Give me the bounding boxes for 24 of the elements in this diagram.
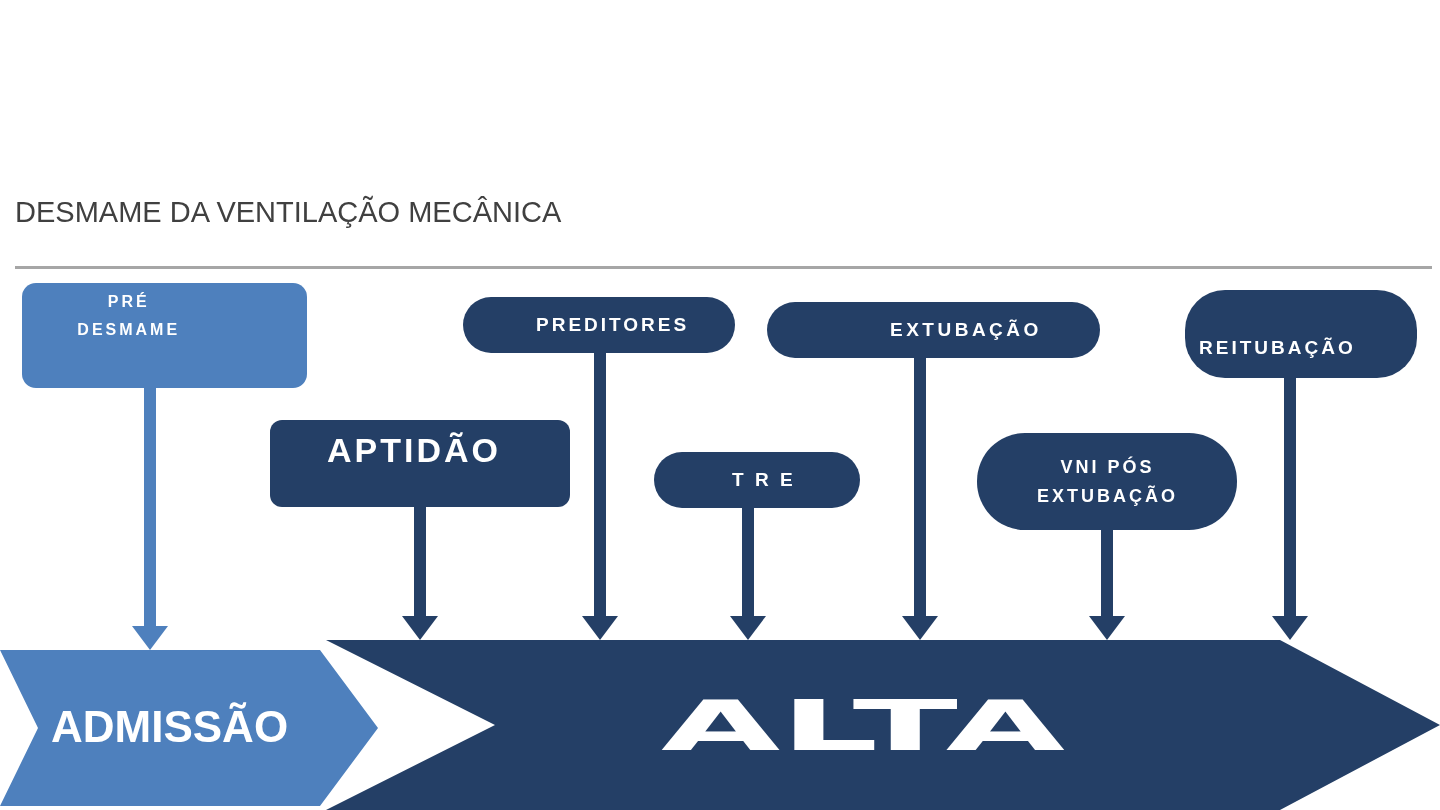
pill-box [463, 297, 735, 353]
node-label: T R E [732, 468, 797, 492]
block-arrow [902, 358, 938, 640]
node-label: PREDITORES [536, 313, 691, 337]
chevron-shape [0, 650, 378, 806]
node-label: APTIDÃO [327, 430, 502, 470]
node-label: VNI PÓS EXTUBAÇÃO [1035, 455, 1179, 508]
block-arrow [730, 508, 766, 640]
node-label: REITUBAÇÃO [1199, 336, 1357, 360]
process-box [22, 283, 307, 388]
pill-box [767, 302, 1100, 358]
block-arrow [132, 388, 168, 650]
node-label: EXTUBAÇÃO [890, 318, 1043, 342]
block-arrow [1272, 378, 1308, 640]
pill-box [654, 452, 860, 508]
chevron-label: ADMISSÃO [51, 702, 290, 752]
process-box [270, 420, 570, 507]
chevron-shape [326, 640, 1440, 810]
diagram-title: DESMAME DA VENTILAÇÃO MECÂNICA [15, 194, 562, 230]
node-label: PRÉ DESMAME [76, 291, 182, 340]
block-arrow [1089, 530, 1125, 640]
block-arrow [582, 353, 618, 640]
chevron-label: ALTA [660, 691, 1066, 761]
block-arrow [402, 507, 438, 640]
